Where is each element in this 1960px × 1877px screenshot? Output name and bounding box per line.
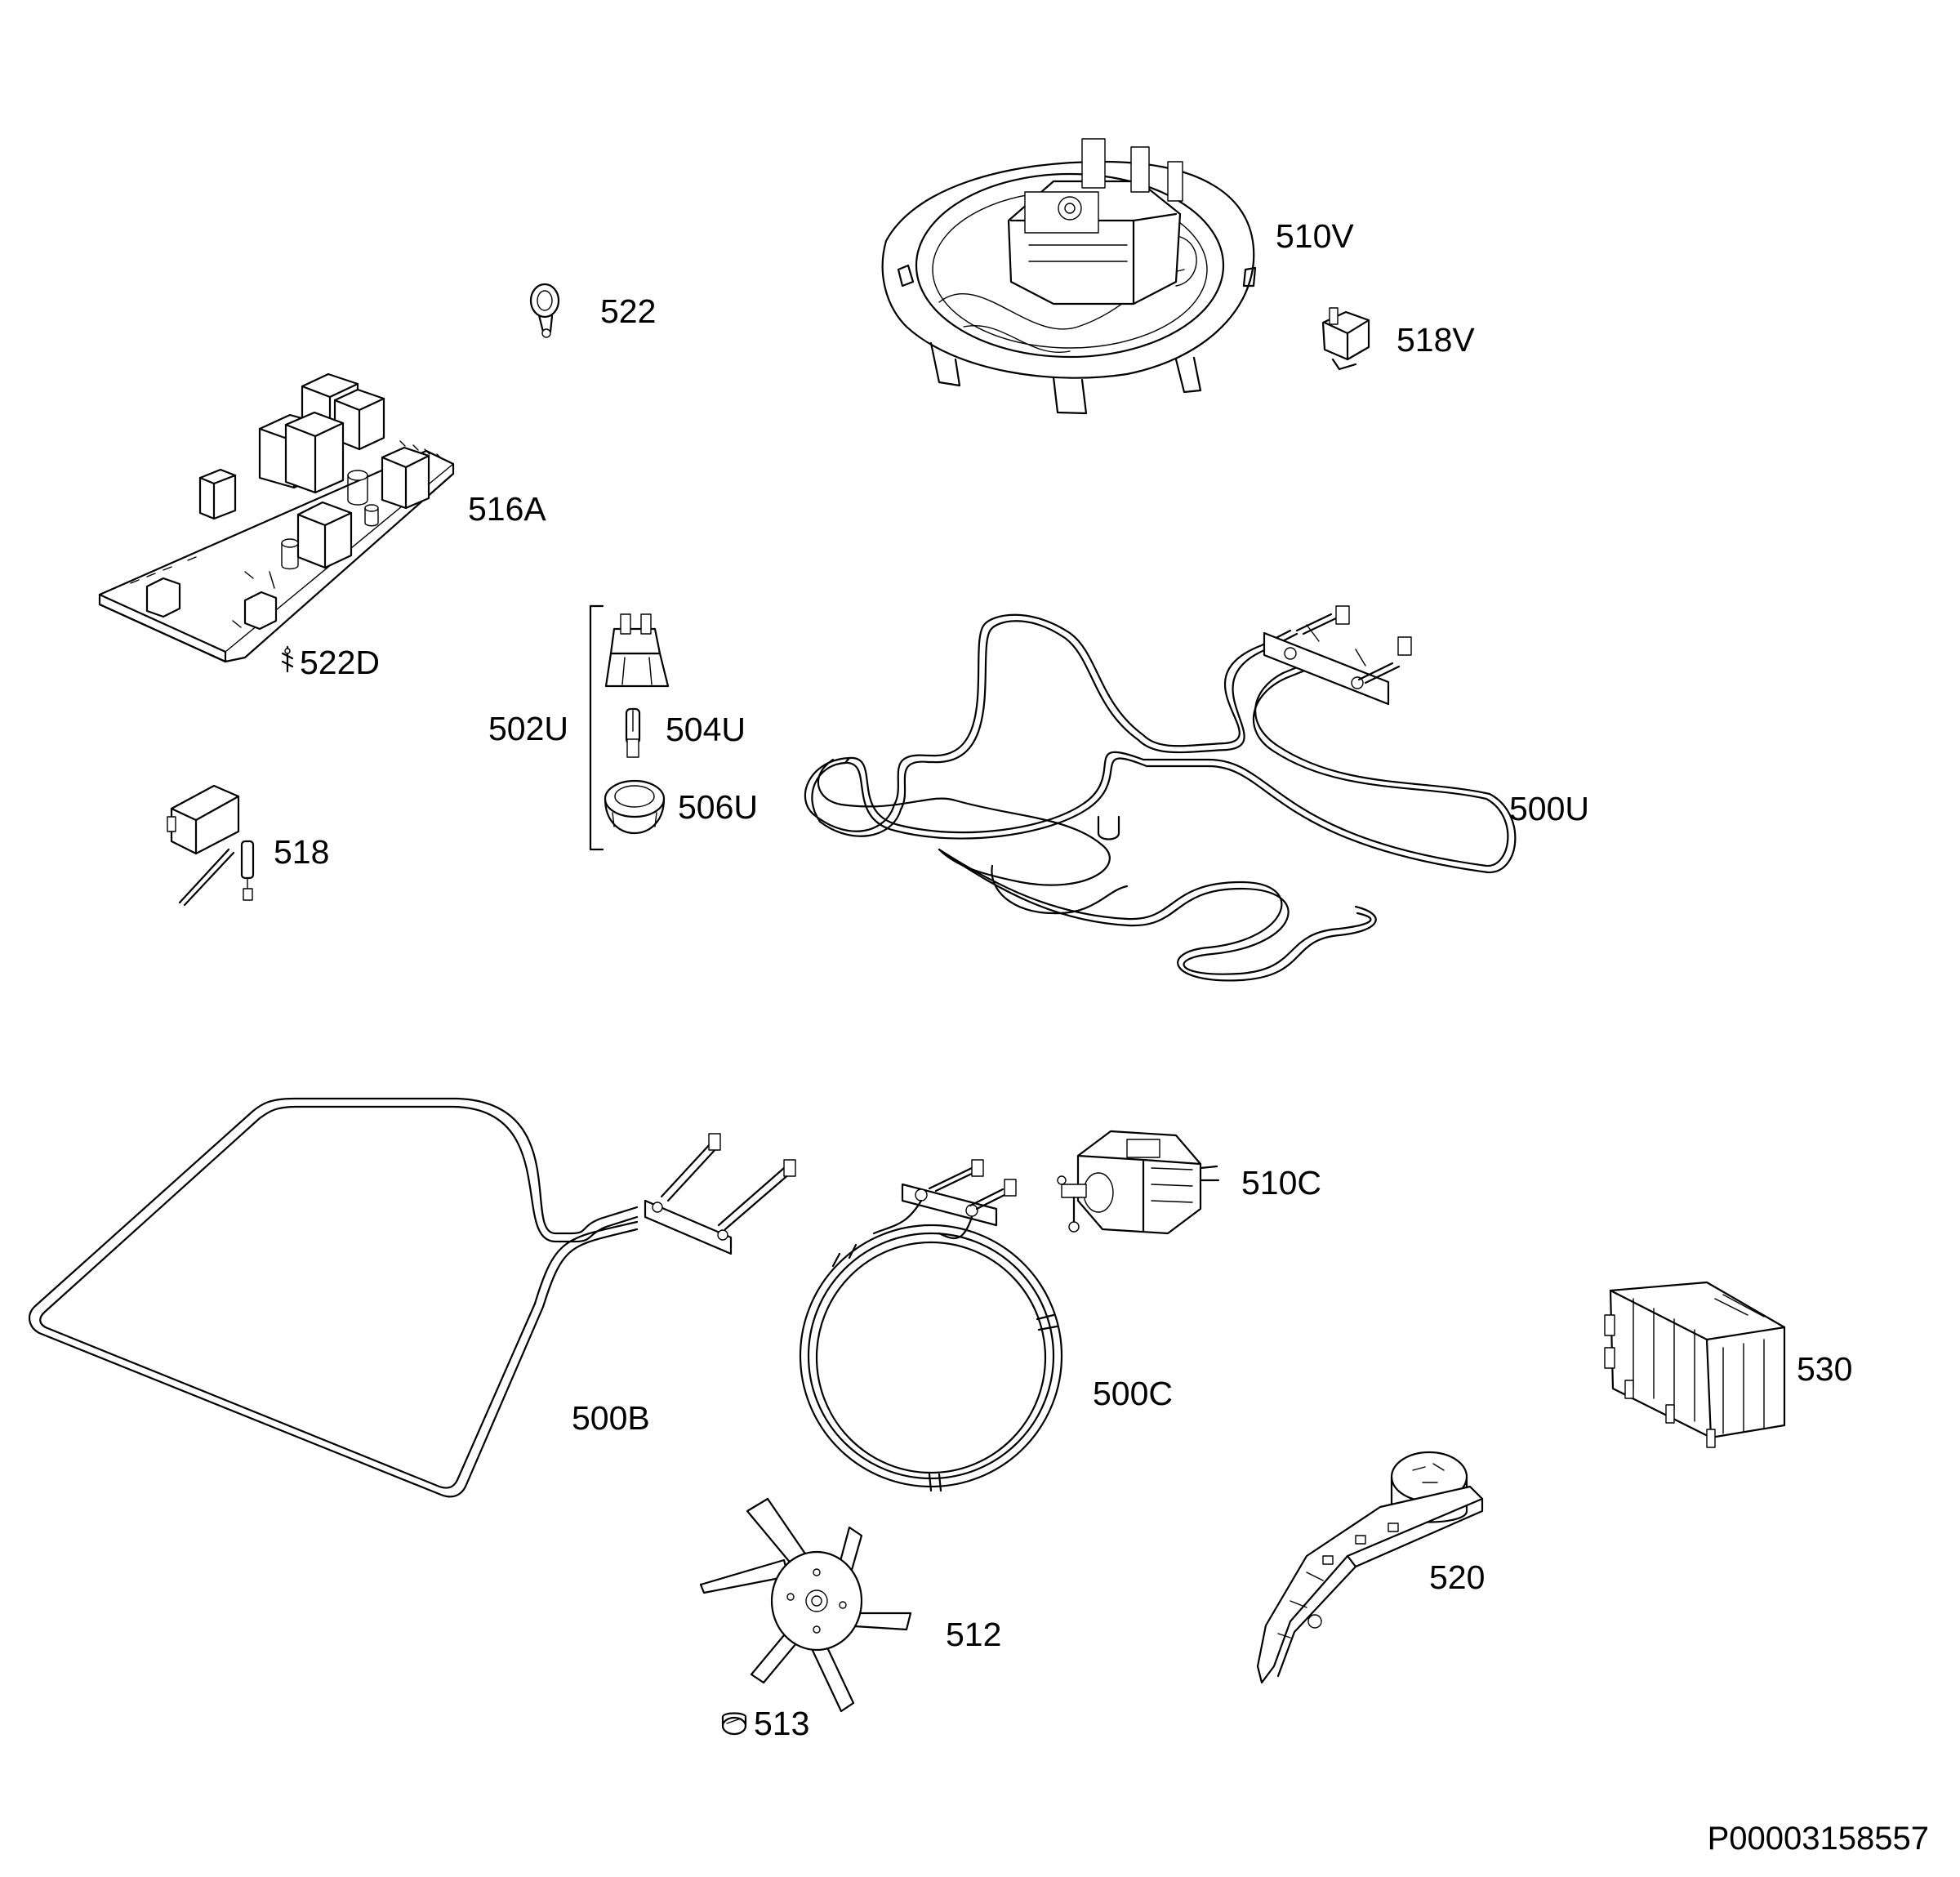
part-530-terminal-block[interactable] (1604, 1281, 1786, 1448)
label-513: 513 (754, 1705, 809, 1742)
label-504U: 504U (666, 711, 746, 748)
label-500C: 500C (1093, 1375, 1173, 1412)
part-518V-thermostat[interactable] (1321, 307, 1370, 371)
document-number: P00003158557 (1708, 1821, 1929, 1857)
group-bracket-502U (589, 604, 604, 851)
label-530: 530 (1797, 1350, 1852, 1388)
label-500B: 500B (572, 1399, 650, 1437)
label-522D: 522D (300, 644, 380, 681)
part-510C-fan-motor[interactable] (1057, 1130, 1220, 1235)
part-522D-spacer[interactable] (281, 645, 294, 673)
part-500C-circular-heating-element[interactable] (799, 1159, 1063, 1492)
part-516A-control-board[interactable] (98, 372, 455, 663)
part-500B-bottom-heating-element[interactable] (28, 1097, 796, 1498)
label-512: 512 (946, 1616, 1001, 1653)
label-518: 518 (274, 833, 329, 871)
label-520: 520 (1429, 1558, 1485, 1596)
part-500U-top-heating-element[interactable] (804, 605, 1517, 982)
part-510V-fan-motor-assembly[interactable] (881, 138, 1257, 415)
part-513-fan-nut[interactable] (721, 1712, 747, 1736)
label-506U: 506U (678, 788, 758, 826)
label-516A: 516A (468, 490, 546, 528)
label-518V: 518V (1396, 321, 1475, 359)
part-506U-lamp-cover[interactable] (604, 779, 666, 835)
label-502U: 502U (488, 710, 568, 747)
label-510V: 510V (1276, 217, 1354, 255)
part-504U-lamp-bulb[interactable] (625, 707, 641, 758)
label-510C: 510C (1241, 1164, 1321, 1202)
label-522: 522 (600, 292, 656, 330)
part-502U-lamp-holder[interactable] (604, 613, 670, 688)
label-500U: 500U (1509, 790, 1589, 827)
part-518-temperature-sensor[interactable] (167, 784, 255, 907)
part-522-cable-clip[interactable] (529, 283, 560, 338)
part-512-fan-blade[interactable] (699, 1497, 912, 1713)
part-520-timer-switch[interactable] (1256, 1451, 1484, 1684)
